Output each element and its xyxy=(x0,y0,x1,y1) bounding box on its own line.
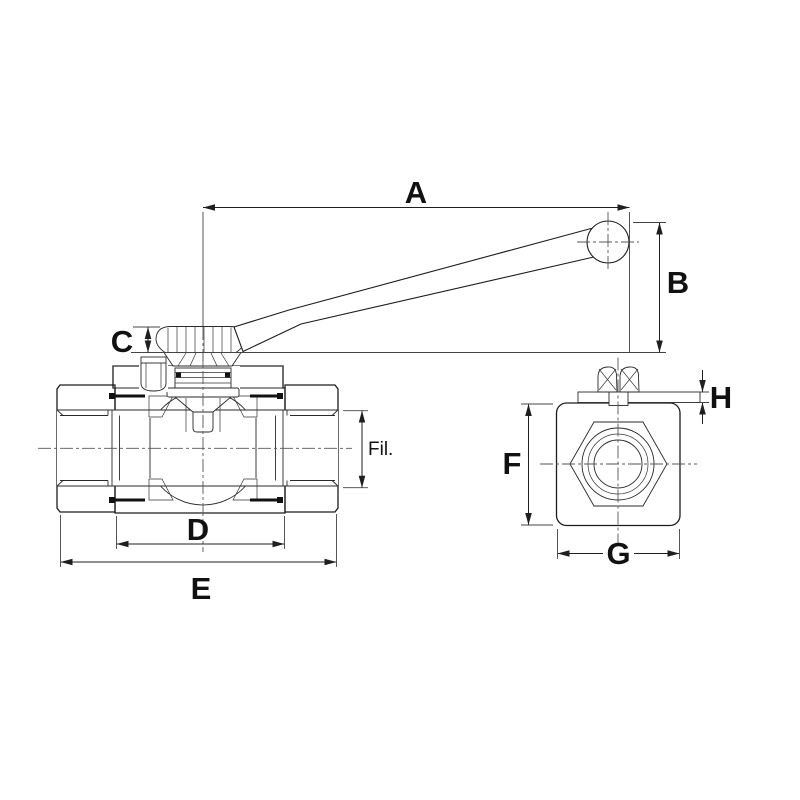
handle-skirt xyxy=(163,352,242,367)
handle-lever xyxy=(233,212,639,353)
dim-fil: Fil. xyxy=(343,410,393,489)
dim-A: A xyxy=(202,175,630,352)
seal-rings xyxy=(109,393,283,503)
grip-section xyxy=(597,366,640,393)
dim-F: F xyxy=(503,403,553,526)
side-view xyxy=(38,212,639,552)
handle-grip xyxy=(155,326,246,353)
dim-label-b: B xyxy=(667,265,689,300)
stem-tab xyxy=(608,391,629,406)
dim-label-f: F xyxy=(503,446,522,481)
thread-label: Fil. xyxy=(368,439,393,460)
dim-label-a: A xyxy=(405,175,427,210)
dim-D: D xyxy=(116,512,285,549)
seat-bottom-left xyxy=(148,478,174,501)
dim-label-c: C xyxy=(111,324,133,359)
dimensions: A B C D E Fil. xyxy=(60,175,732,606)
dim-B: B xyxy=(633,222,689,353)
dim-C: C xyxy=(111,324,160,359)
dim-label-e: E xyxy=(191,571,212,606)
dim-label-h: H xyxy=(710,380,732,415)
dim-E: E xyxy=(60,514,337,606)
dim-label-d: D xyxy=(187,512,209,547)
dim-H: H xyxy=(699,370,732,424)
dim-G: G xyxy=(557,529,680,571)
stem-gland xyxy=(166,366,240,433)
mounting-bolt xyxy=(139,356,168,392)
end-view xyxy=(540,357,701,545)
port-threads xyxy=(56,365,339,512)
dim-label-g: G xyxy=(606,536,630,571)
handle-plate-section xyxy=(577,391,701,403)
